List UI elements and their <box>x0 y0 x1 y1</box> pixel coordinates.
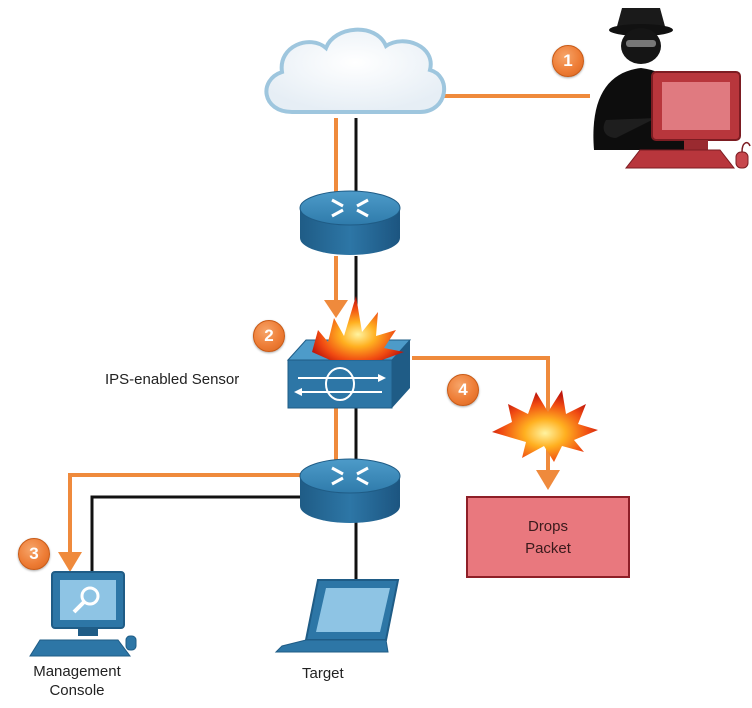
laptop-icon <box>274 579 400 653</box>
explosion-icon <box>492 390 598 462</box>
management-console-line1: Management <box>33 663 121 680</box>
drops-packet-box: Drops Packet <box>466 496 630 578</box>
router-icon <box>299 458 401 523</box>
arrow-to-drop <box>536 470 560 490</box>
link-router-console <box>90 495 302 580</box>
arrow-heads <box>58 300 560 572</box>
management-console-line2: Console <box>49 682 105 699</box>
step-badge-2: 2 <box>253 320 285 352</box>
step-badge-3: 3 <box>18 538 50 570</box>
router-icon <box>299 190 401 255</box>
management-console-label: Management Console <box>22 662 132 700</box>
explosion-icon <box>312 296 404 360</box>
drops-packet-line1: Drops <box>527 518 568 535</box>
target-label: Target <box>302 665 344 682</box>
attacker-icon <box>593 8 751 169</box>
cloud-icon <box>264 27 447 114</box>
step-badge-1: 1 <box>552 45 584 77</box>
arrow-to-console <box>58 552 82 572</box>
drops-packet-label: Drops Packet <box>468 516 628 560</box>
drops-packet-line2: Packet <box>525 540 571 557</box>
management-console-icon <box>29 571 137 657</box>
sensor-console-path <box>68 408 338 552</box>
step-badge-4: 4 <box>447 374 479 406</box>
sensor-label: IPS-enabled Sensor <box>105 371 240 388</box>
arrow-to-sensor <box>324 300 348 318</box>
